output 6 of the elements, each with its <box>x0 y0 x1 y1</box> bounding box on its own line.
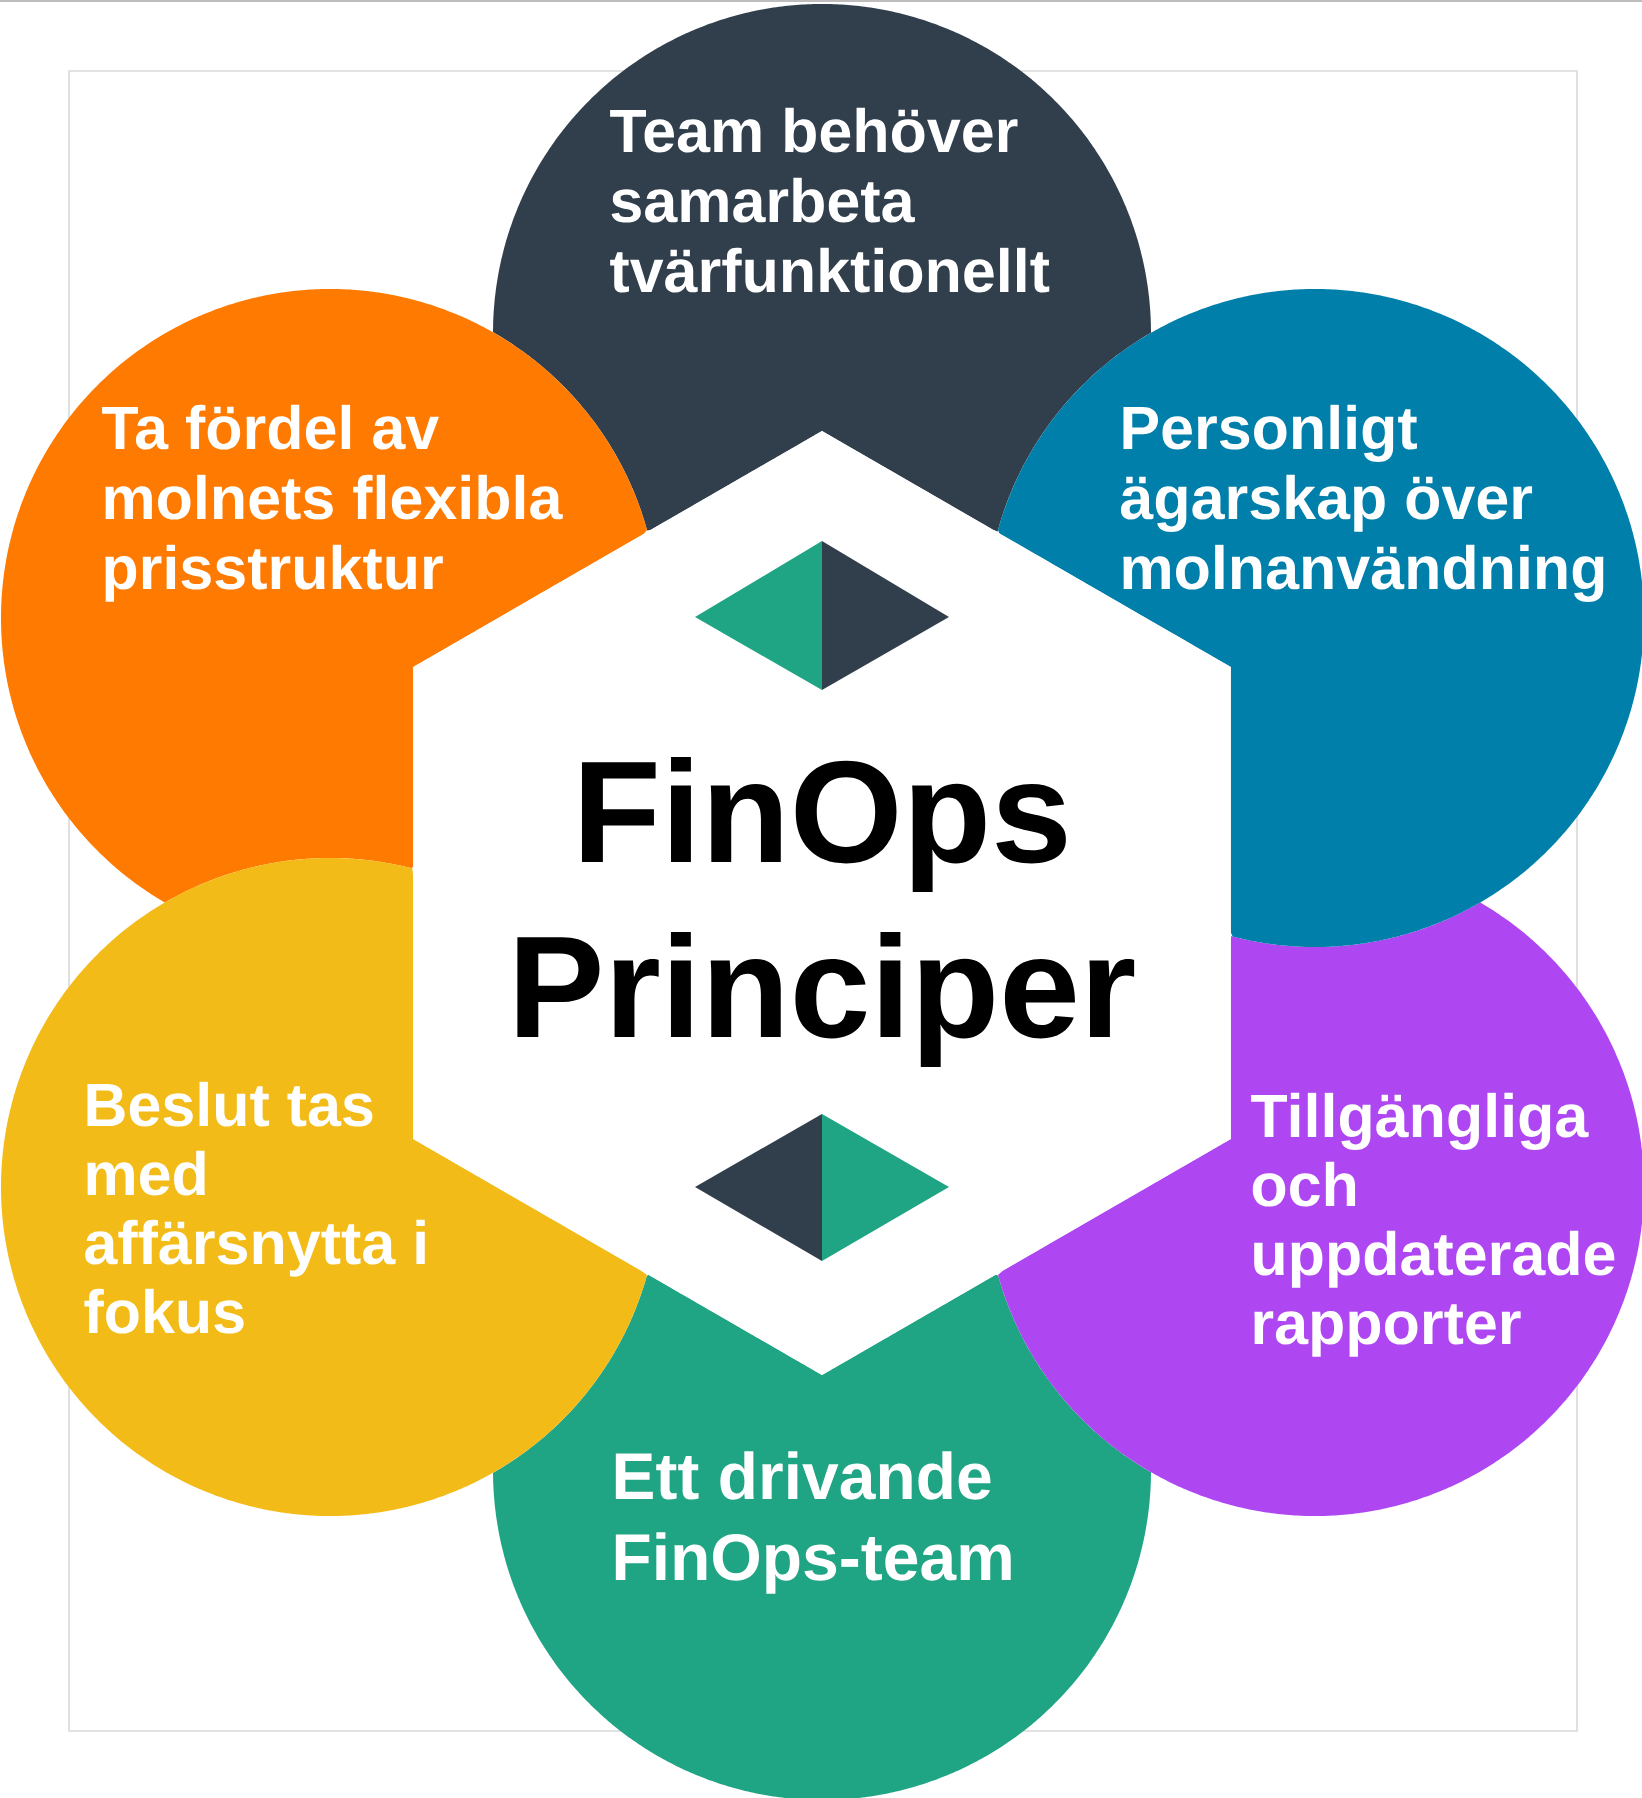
principle-text: Team behöver samarbeta tvärfunktionellt <box>610 107 1050 293</box>
principle-text: Ett drivande FinOps-team <box>615 1451 1011 1594</box>
principle-text: Beslut tas med affärsnytta i fokus <box>84 1081 425 1334</box>
principle-text: Personligt ägarskap över molnanvändning <box>1120 404 1604 602</box>
principle-text: Ta fördel av molnets flexibla prisstruktur <box>102 404 563 602</box>
principle-text: Tillgängliga och uppdaterade rapporter <box>1251 1092 1615 1357</box>
